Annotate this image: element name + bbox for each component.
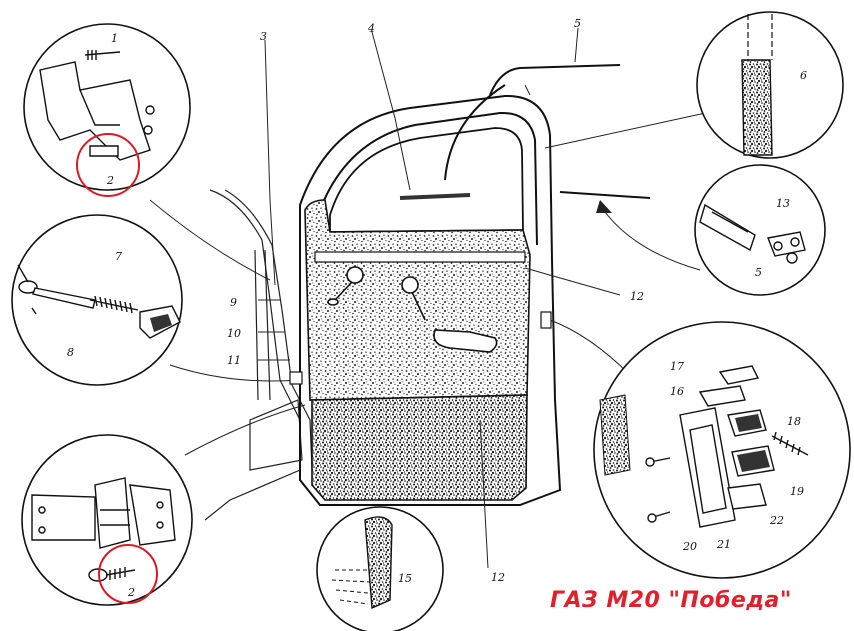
- label-5-top: 5: [574, 17, 581, 30]
- label-10: 10: [227, 327, 241, 340]
- guide-rod-lower: [559, 191, 651, 199]
- door-frame: [299, 94, 562, 506]
- label-7: 7: [115, 250, 122, 263]
- label-12-upper: 12: [630, 290, 644, 303]
- door-lower-trim: [311, 394, 528, 501]
- glass-channel: [444, 84, 506, 181]
- diagram-caption: ГАЗ М20 "Победа": [550, 588, 792, 613]
- highlight-ring-lower: [98, 544, 158, 604]
- label-18: 18: [787, 415, 801, 428]
- door-handle: [401, 276, 426, 321]
- label-3: 3: [260, 30, 267, 43]
- label-12-lower: 12: [491, 571, 505, 584]
- door-edge-fittings: [289, 311, 552, 385]
- part-labels: 1 2 3 4 5 6 13 5 7 8 9 10 11 12 12 2 15 …: [67, 17, 807, 599]
- label-5-lower: 5: [755, 266, 762, 279]
- label-16: 16: [670, 385, 684, 398]
- detail-hinge-upper: [23, 23, 191, 197]
- label-2-upper: 2: [106, 174, 114, 187]
- label-17: 17: [670, 360, 684, 373]
- detail-hinge-lower: [21, 434, 193, 606]
- belt-moulding: [314, 251, 526, 263]
- label-1: 1: [111, 32, 118, 45]
- highlight-ring-upper: [76, 133, 140, 197]
- label-19: 19: [790, 485, 804, 498]
- label-6: 6: [800, 69, 807, 82]
- label-9: 9: [230, 296, 237, 309]
- detail-lock-rod: [11, 214, 183, 386]
- label-20: 20: [682, 540, 697, 553]
- detail-weatherstrip: [316, 506, 444, 631]
- armrest: [433, 329, 498, 353]
- detail-glass-guide: [694, 164, 826, 296]
- glass-rail: [399, 193, 471, 200]
- label-4: 4: [367, 22, 375, 35]
- label-22: 22: [769, 514, 784, 527]
- label-15: 15: [398, 572, 412, 585]
- label-21: 21: [716, 538, 731, 551]
- body-pillar: [204, 189, 313, 521]
- detail-door-seal: [696, 11, 844, 159]
- window-opening: [329, 127, 524, 233]
- label-2-lower: 2: [127, 586, 135, 599]
- label-8: 8: [67, 346, 74, 359]
- window-crank: [327, 266, 364, 306]
- leader-lines: [149, 27, 711, 569]
- guide-rod-top: [489, 64, 621, 96]
- detail-door-lock: [593, 321, 851, 579]
- label-13: 13: [776, 197, 790, 210]
- label-11: 11: [227, 354, 241, 367]
